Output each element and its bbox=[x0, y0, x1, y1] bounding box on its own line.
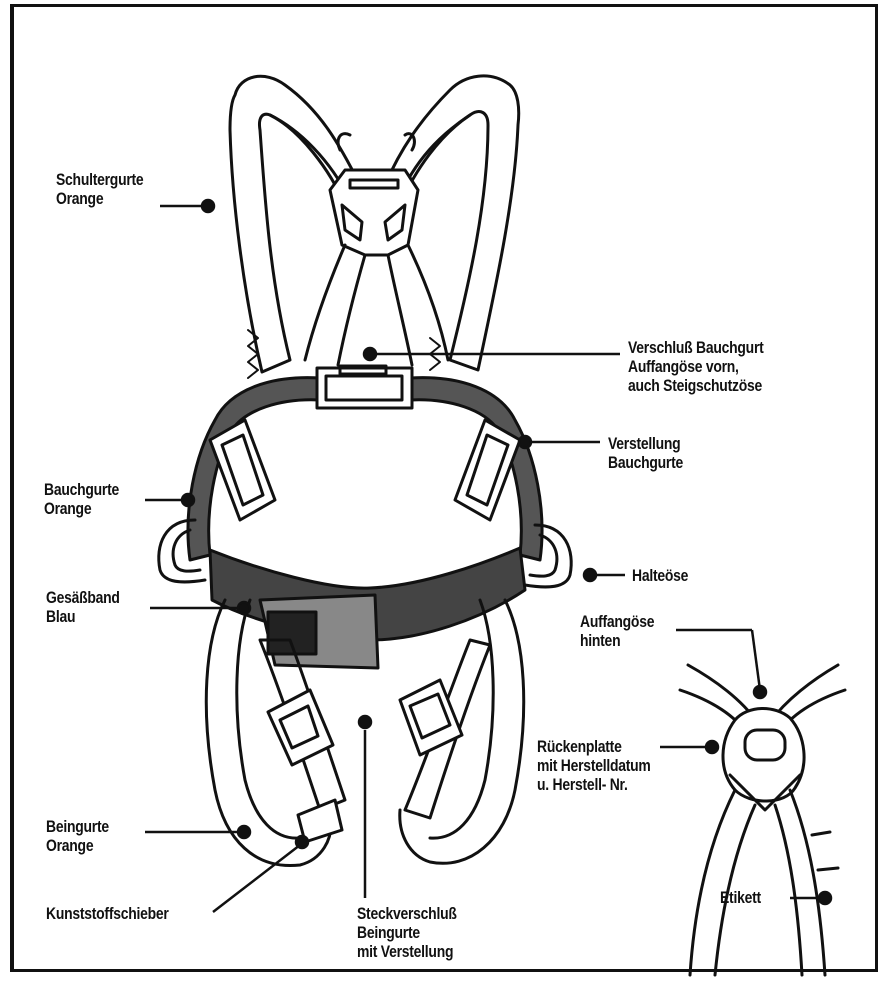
label-schultergurte-line1: Schultergurte bbox=[56, 170, 143, 189]
label-verstellung-line2: Bauchgurte bbox=[608, 453, 683, 472]
label-beingurte-line2: Orange bbox=[46, 836, 109, 855]
label-steckverschluss-line2: Beingurte bbox=[357, 923, 457, 942]
label-gesaessband-line2: Blau bbox=[46, 607, 120, 626]
label-halteoese: Halteöse bbox=[632, 566, 688, 585]
label-rueckenplatte-line2: mit Herstelldatum bbox=[537, 756, 651, 775]
label-halteoese-line1: Halteöse bbox=[632, 566, 688, 585]
label-gesaessband-line1: Gesäßband bbox=[46, 588, 120, 607]
label-rueckenplatte: Rückenplatte mit Herstelldatum u. Herste… bbox=[537, 737, 651, 794]
chest-slider bbox=[330, 170, 418, 255]
back-view-inset bbox=[680, 665, 845, 975]
label-etikett-line1: Etikett bbox=[720, 888, 761, 907]
waist-buckles bbox=[210, 420, 520, 520]
label-verschluss-line1: Verschluß Bauchgurt bbox=[628, 338, 764, 357]
label-schultergurte-line2: Orange bbox=[56, 189, 143, 208]
label-beingurte-line1: Beingurte bbox=[46, 817, 109, 836]
center-vertical-straps bbox=[305, 245, 448, 365]
label-steckverschluss-line1: Steckverschluß bbox=[357, 904, 457, 923]
label-verstellung-line1: Verstellung bbox=[608, 434, 683, 453]
label-auffangoese-hinten-line1: Auffangöse bbox=[580, 612, 654, 631]
label-bauchgurte: Bauchgurte Orange bbox=[44, 480, 119, 518]
label-beingurte: Beingurte Orange bbox=[46, 817, 109, 855]
label-auffangoese-hinten-line2: hinten bbox=[580, 631, 654, 650]
label-verschluss-line3: auch Steigschutzöse bbox=[628, 376, 764, 395]
label-verschluss-line2: Auffangöse vorn, bbox=[628, 357, 764, 376]
label-verstellung: Verstellung Bauchgurte bbox=[608, 434, 683, 472]
label-bauchgurte-line2: Orange bbox=[44, 499, 119, 518]
label-rueckenplatte-line3: u. Herstell- Nr. bbox=[537, 775, 651, 794]
label-rueckenplatte-line1: Rückenplatte bbox=[537, 737, 651, 756]
seat-band bbox=[210, 548, 525, 668]
label-etikett: Etikett bbox=[720, 888, 761, 907]
label-schultergurte: Schultergurte Orange bbox=[56, 170, 143, 208]
label-auffangoese-hinten: Auffangöse hinten bbox=[580, 612, 654, 650]
label-kunststoffschieber: Kunststoffschieber bbox=[46, 904, 169, 923]
label-kunststoffschieber-line1: Kunststoffschieber bbox=[46, 904, 169, 923]
label-verschluss: Verschluß Bauchgurt Auffangöse vorn, auc… bbox=[628, 338, 764, 395]
label-bauchgurte-line1: Bauchgurte bbox=[44, 480, 119, 499]
label-steckverschluss-line3: mit Verstellung bbox=[357, 942, 457, 961]
label-steckverschluss: Steckverschluß Beingurte mit Verstellung bbox=[357, 904, 457, 961]
label-gesaessband: Gesäßband Blau bbox=[46, 588, 120, 626]
right-leg-loop bbox=[400, 600, 524, 863]
